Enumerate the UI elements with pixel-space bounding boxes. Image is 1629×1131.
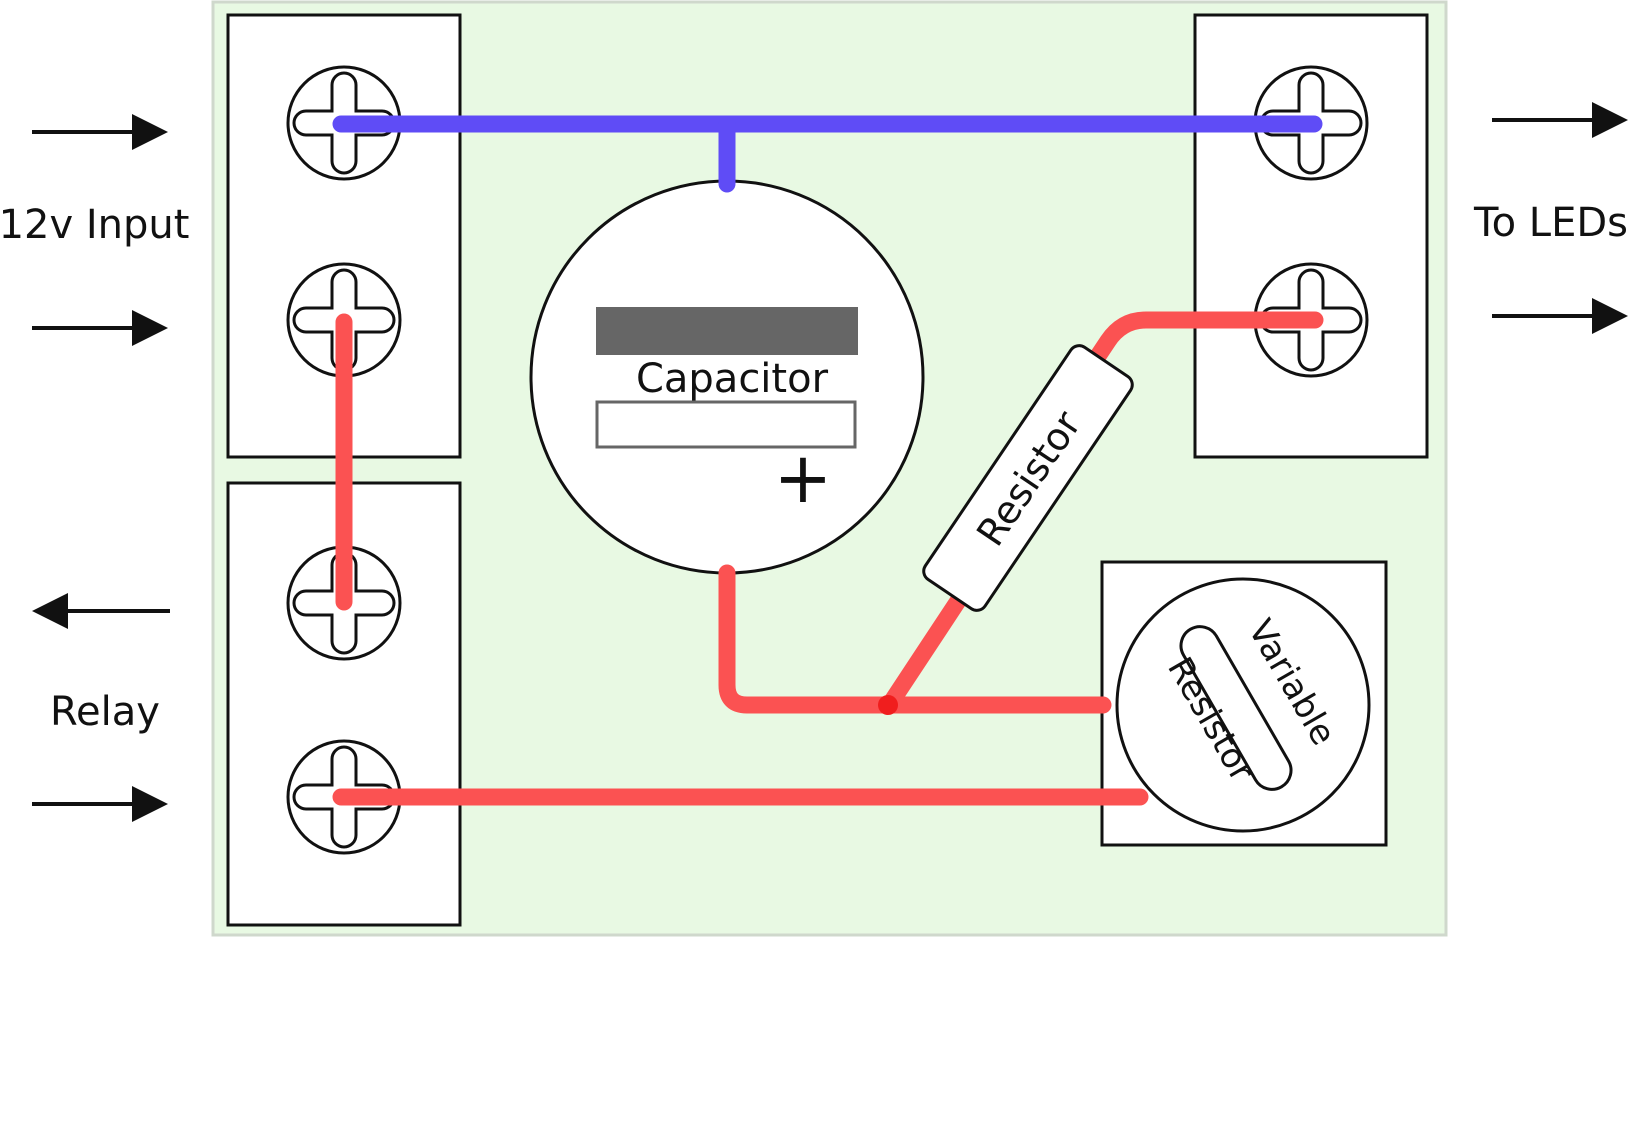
wire-resistor-to-output — [1081, 311, 1324, 377]
capacitor-negative-band — [596, 307, 858, 355]
positive-wires — [332, 115, 1323, 193]
output-arrow-icon — [1490, 296, 1629, 336]
output-label: To LEDs — [1473, 200, 1628, 246]
input-label: 12v Input — [0, 202, 189, 248]
capacitor-positive-band — [595, 400, 857, 449]
relay-out-arrow-icon — [32, 593, 170, 629]
capacitor-polarity-mark: + — [774, 437, 833, 519]
negative-wires — [332, 311, 1324, 806]
relay-label: Relay — [50, 689, 160, 735]
wire-capacitor-to-variable-resistor — [718, 564, 1112, 714]
input-arrow-icon — [30, 308, 170, 348]
relay-in-arrow-icon — [30, 784, 170, 824]
input-arrow-icon — [30, 112, 170, 152]
output-arrow-icon — [1490, 100, 1629, 140]
variable-resistor-slot — [1179, 625, 1293, 791]
wire-resistor-to-junction — [881, 589, 969, 713]
capacitor-label: Capacitor — [636, 356, 829, 402]
wire-junction — [878, 695, 898, 715]
